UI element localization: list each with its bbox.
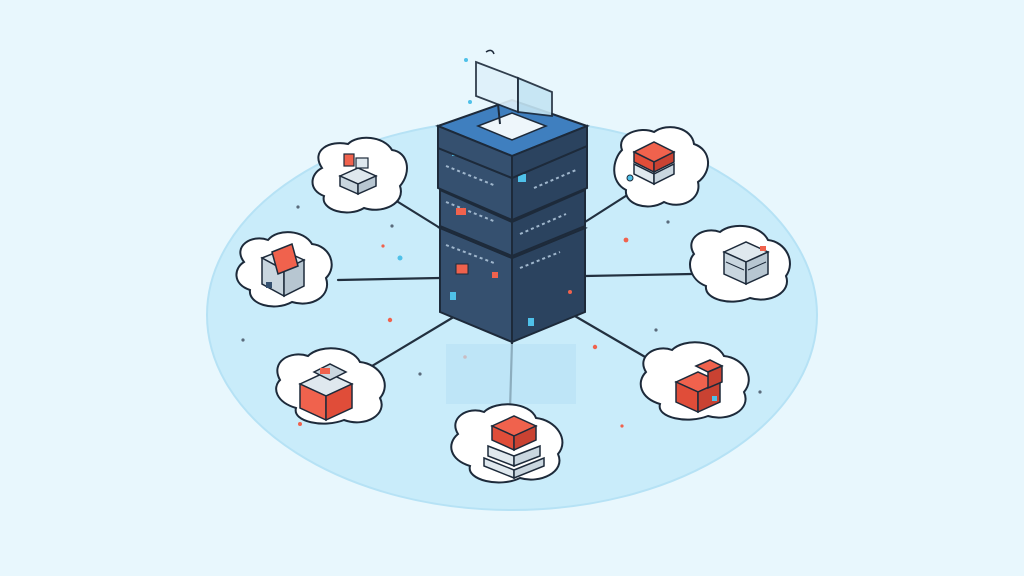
node-top-right[interactable] — [613, 126, 709, 208]
connector-left — [336, 276, 442, 282]
node-top-left[interactable] — [311, 136, 408, 214]
printer-icon — [298, 363, 354, 422]
node-bottom-right[interactable] — [639, 341, 750, 421]
node-bottom[interactable] — [450, 403, 564, 484]
monitor-icon — [464, 49, 553, 125]
connector-top-right — [583, 190, 634, 224]
connector-right — [583, 272, 694, 278]
node-bottom-left[interactable] — [275, 347, 386, 425]
desktop-device-icon — [338, 153, 378, 196]
server-level-middle — [439, 188, 586, 258]
connector-bottom-left — [360, 310, 464, 374]
storage-stack-icon — [626, 141, 676, 186]
central-server-hub[interactable] — [435, 49, 590, 404]
computer-icon — [260, 242, 306, 298]
node-right[interactable] — [689, 224, 791, 303]
cabinet-icon — [674, 359, 724, 414]
database-stack-icon — [483, 415, 545, 480]
server-reflection — [446, 344, 576, 404]
node-left[interactable] — [235, 231, 333, 308]
server-rack-icon — [722, 241, 770, 286]
